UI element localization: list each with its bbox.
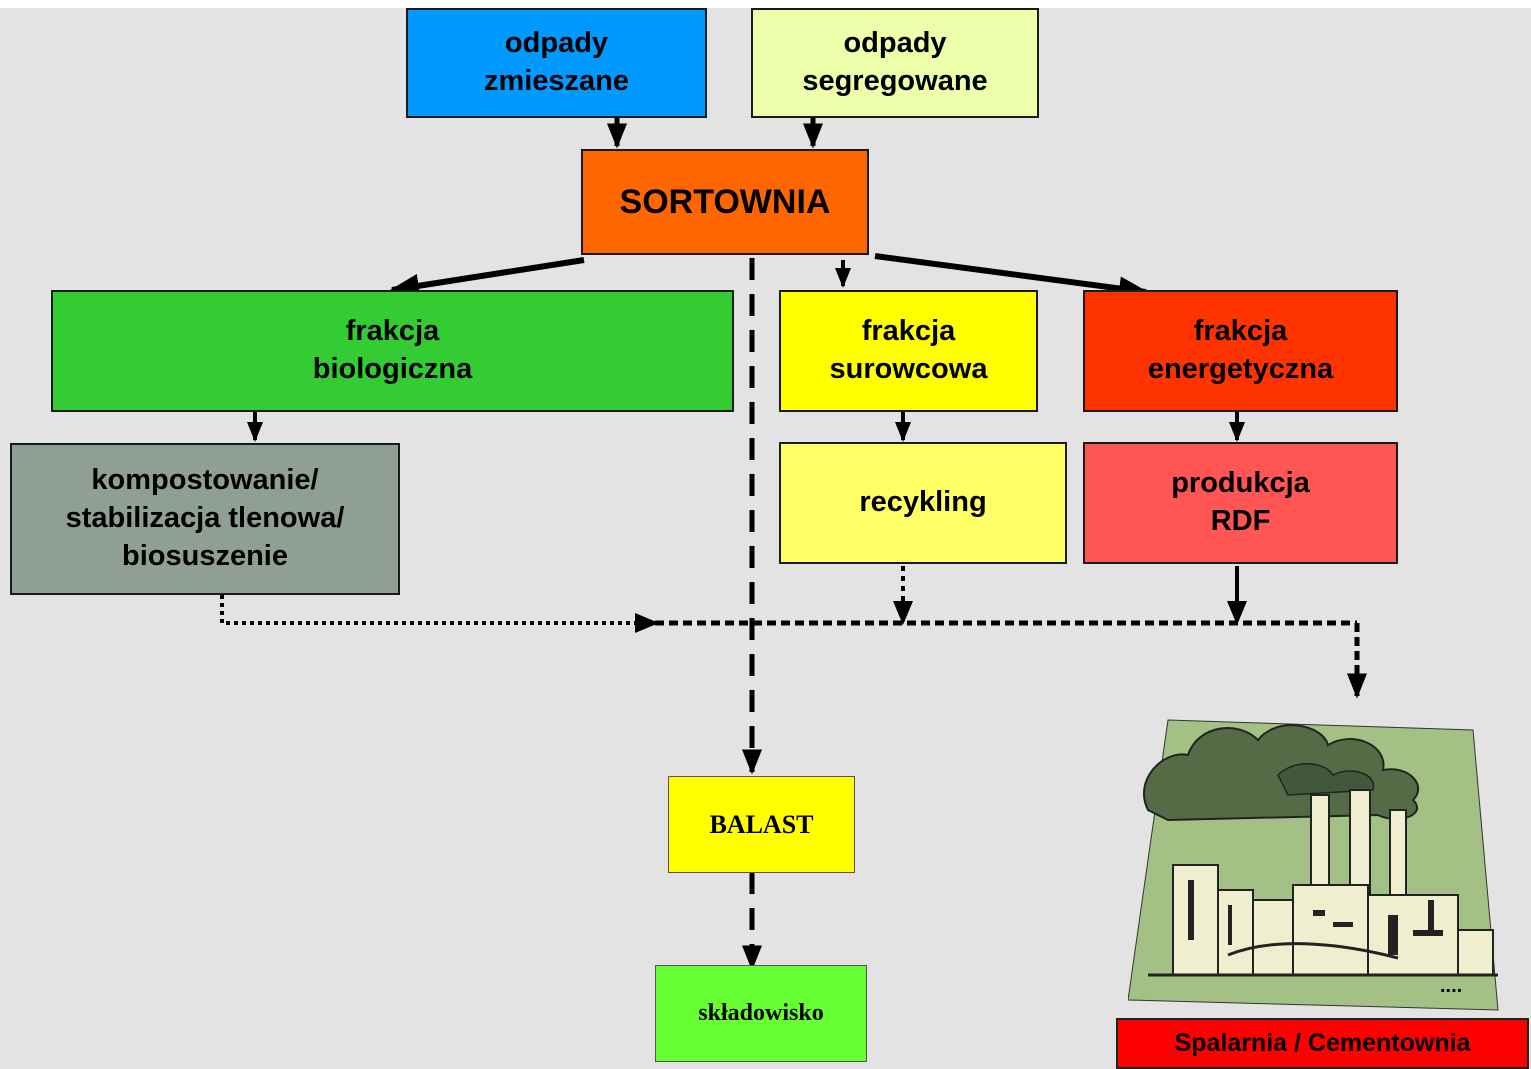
arrow-sorting-to-energy: [874, 253, 1149, 301]
energy-fraction-box: frakcja energetyczna: [1083, 290, 1398, 412]
mixed-waste-box: odpady zmieszane: [406, 8, 707, 118]
recycling-box: recykling: [779, 442, 1067, 564]
segregated-waste-box: odpady segregowane: [751, 8, 1039, 118]
arrow-sorting-to-bio: [389, 257, 585, 298]
rdf-production-box: produkcja RDF: [1083, 442, 1398, 564]
sorting-plant-box: SORTOWNIA: [581, 149, 869, 255]
dotted-composting-collector: [220, 595, 659, 633]
composting-box: kompostowanie/ stabilizacja tlenowa/ bio…: [10, 443, 400, 595]
raw-fraction-box: frakcja surowcowa: [779, 290, 1038, 412]
top-strip: [0, 0, 1531, 8]
bio-fraction-box: frakcja biologiczna: [51, 290, 734, 412]
factory-smokestacks-icon: ....: [1128, 719, 1499, 1011]
landfill-box: składowisko: [655, 965, 867, 1062]
ballast-box: BALAST: [668, 776, 855, 873]
incinerator-label: Spalarnia / Cementownia: [1116, 1018, 1529, 1069]
illustration-caption: ....: [1440, 975, 1462, 997]
